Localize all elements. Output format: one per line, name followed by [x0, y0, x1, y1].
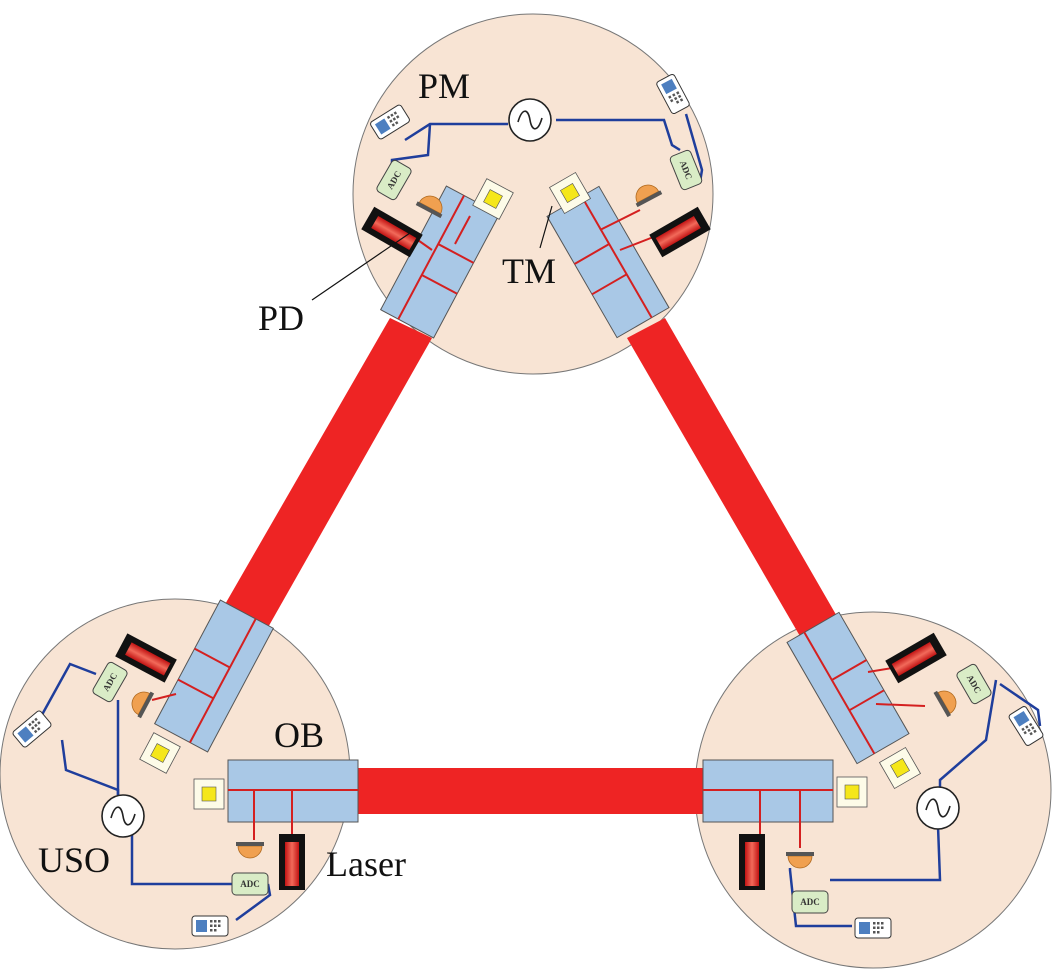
uso-oscillator-icon	[101, 794, 145, 838]
label-laser: Laser	[326, 844, 406, 884]
adc-box: ADC	[956, 663, 992, 705]
test-mass-icon	[836, 776, 868, 808]
laser-icon	[885, 632, 947, 684]
test-mass-icon	[193, 778, 225, 810]
beam-left-arm	[216, 318, 432, 638]
label-pd: PD	[258, 298, 304, 338]
wire	[556, 118, 681, 152]
laser-beams	[216, 318, 846, 814]
label-tm: TM	[502, 251, 556, 291]
left-spacecraft-instruments: ADC ADC	[11, 599, 359, 937]
uso-oscillator-icon	[916, 786, 960, 830]
laser-icon	[279, 834, 305, 890]
adc-box: ADC	[376, 159, 412, 201]
laser-icon	[739, 834, 765, 890]
tm-leader-line	[539, 205, 553, 249]
optical-bench	[702, 759, 834, 848]
wire	[830, 825, 942, 882]
beam-bottom-arm	[358, 768, 703, 814]
adc-box: ADC	[231, 872, 269, 896]
adc-box: ADC	[669, 149, 703, 191]
adc-box: ADC	[92, 661, 128, 703]
laser-icon	[115, 633, 177, 683]
adc-box: ADC	[791, 890, 829, 914]
top-spacecraft-instruments: ADC ADC	[311, 72, 711, 339]
optical-bench	[153, 599, 275, 753]
label-pm: PM	[418, 66, 470, 106]
optical-bench	[786, 611, 910, 765]
right-spacecraft-instruments: ADC ADC	[702, 611, 1045, 939]
laser-icon	[361, 206, 423, 258]
pd-leader-line	[311, 232, 411, 301]
wire	[130, 830, 232, 886]
instrument-device-icon	[854, 917, 892, 939]
wire	[235, 883, 272, 922]
wire	[999, 682, 1042, 727]
spacecraft-discs	[0, 13, 1052, 969]
wire	[36, 662, 97, 723]
wire	[938, 679, 998, 790]
adc-label: ADC	[240, 879, 260, 889]
optical-bench-ob	[227, 759, 359, 840]
label-uso: USO	[38, 840, 110, 880]
instrument-device-icon	[191, 915, 229, 937]
adc-label: ADC	[800, 897, 820, 907]
laser-icon	[649, 206, 711, 258]
label-ob: OB	[274, 715, 324, 755]
uso-oscillator-icon	[508, 98, 552, 142]
beam-right-arm	[627, 318, 846, 650]
